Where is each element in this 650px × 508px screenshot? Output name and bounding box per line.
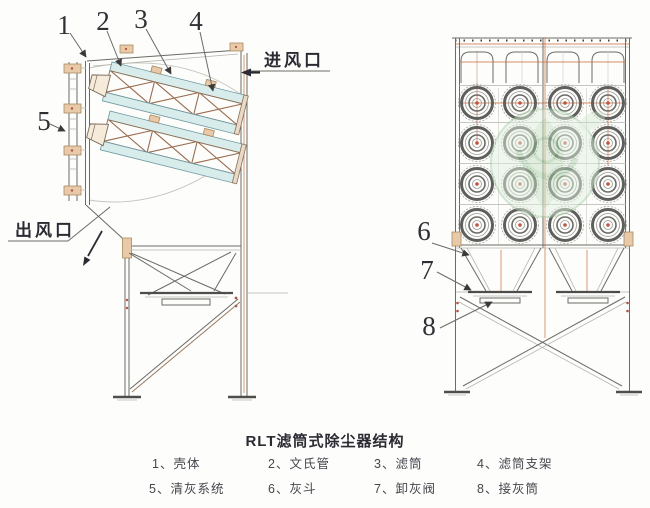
watermark-logo	[490, 108, 605, 218]
legend-item-2: 2、文氏管	[268, 457, 330, 471]
front-support-structure	[444, 247, 642, 396]
legend-item-1: 1、壳体	[152, 457, 201, 471]
legend-item-8: 8、接灰筒	[477, 482, 539, 496]
legend-item-4: 4、滤筒支架	[477, 457, 553, 471]
legend-item-7: 7、卸灰阀	[374, 482, 436, 496]
dust-collector-drawing: 1 2 3 4 5 进风口 出风口	[8, 4, 642, 401]
air-outlet-label: 出风口	[15, 220, 75, 240]
side-support-structure	[113, 237, 288, 401]
callout-6: 6	[417, 216, 431, 246]
side-view-callouts: 1 2 3 4 5	[37, 4, 216, 136]
callout-1: 1	[57, 10, 71, 40]
legend-item-3: 3、滤筒	[374, 457, 423, 471]
air-inlet: 进风口	[241, 51, 330, 77]
callout-7: 7	[420, 255, 434, 285]
air-inlet-label: 进风口	[264, 51, 324, 70]
legend-item-5: 5、清灰系统	[149, 482, 225, 496]
callout-5: 5	[37, 106, 51, 136]
air-outlet-arrow	[87, 230, 103, 257]
cleaning-system-ladder	[63, 62, 86, 201]
front-view-callouts: 6 7 8	[417, 216, 493, 341]
callout-3: 3	[134, 4, 148, 34]
front-view: 6 7 8	[417, 37, 642, 396]
callout-8: 8	[422, 311, 436, 341]
legend-item-6: 6、灰斗	[268, 482, 317, 496]
callout-4: 4	[189, 6, 203, 36]
side-view: 1 2 3 4 5 进风口 出风口	[8, 4, 330, 401]
callout-2: 2	[96, 6, 110, 36]
diagram-title: RLT滤筒式除尘器结构	[245, 433, 405, 450]
pulse-tank-row	[459, 51, 626, 84]
air-outlet: 出风口	[8, 206, 111, 266]
